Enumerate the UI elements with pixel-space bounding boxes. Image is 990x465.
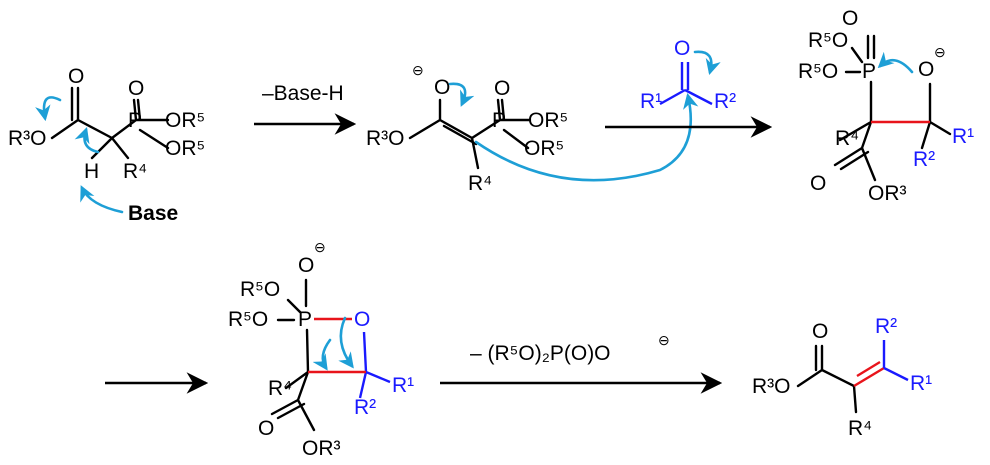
- carbanion-intermediate: R³O ⊖ O O P OR⁵ OR⁵ R⁴: [366, 62, 568, 195]
- phosphate-charge: ⊖: [658, 332, 670, 348]
- r4-label: R⁴: [835, 127, 859, 150]
- curved-arrow-enolate: [448, 82, 475, 107]
- r4-label: R⁴: [468, 172, 492, 195]
- ester-o: O: [810, 172, 826, 195]
- r5o-top: R⁵O: [808, 29, 848, 52]
- curved-arrow-ch-bond: [74, 127, 100, 154]
- r3o-label: R³O: [8, 127, 47, 150]
- or5-bottom: OR⁵: [524, 137, 564, 160]
- phosphoryl-o: O: [494, 77, 510, 100]
- r3o-label: R³O: [752, 375, 791, 398]
- curved-arrow-po-cleavage: [312, 338, 332, 371]
- ketone-r2: R²: [714, 90, 736, 113]
- phosphorus: P: [492, 109, 506, 132]
- minus-charge: ⊖: [934, 44, 946, 60]
- ketone-o: O: [674, 37, 690, 60]
- carbanion-bonds: [408, 98, 532, 170]
- ester-o: O: [258, 417, 274, 440]
- carbonyl-o: O: [812, 320, 828, 343]
- alpha-h: H: [84, 160, 99, 183]
- oxaphosphetane: O ⊖ R⁵O R⁵O P O R⁴ O OR³ R¹ R²: [228, 239, 414, 460]
- r3o-label: R³O: [366, 127, 405, 150]
- oxyanion-o: O: [918, 58, 934, 81]
- phosphonate-bonds: [50, 86, 170, 160]
- r2-label: R²: [913, 148, 935, 171]
- phosphoryl-o: O: [128, 77, 144, 100]
- or5-bottom: OR⁵: [165, 137, 205, 160]
- ring-o: O: [354, 308, 370, 331]
- r2-label: R²: [875, 315, 897, 338]
- phosphorus: P: [862, 60, 876, 83]
- step1-label: –Base-H: [262, 82, 344, 105]
- carbonyl-partner: O R¹ R²: [474, 37, 736, 182]
- product-r-bonds: [882, 340, 909, 382]
- phosphorus: P: [298, 308, 312, 331]
- ring-carbon-bonds: [358, 331, 391, 399]
- phosphorus: P: [128, 109, 142, 132]
- ketone-bonds: [659, 62, 713, 106]
- step4-label: – (R⁵O)₂P(O)O: [470, 342, 611, 365]
- r4-label: R⁴: [848, 417, 872, 440]
- or5-top: OR⁵: [528, 109, 568, 132]
- r4-label: R⁴: [123, 160, 147, 183]
- r1-label: R¹: [910, 372, 932, 395]
- carbonyl-o: O: [68, 65, 84, 88]
- curved-arrow-enolate: [35, 96, 62, 122]
- oxyanion-adduct: O R⁵O R⁵O P O ⊖ R⁴ O OR³ R¹ R²: [798, 7, 974, 205]
- r1-label: R¹: [392, 374, 414, 397]
- new-cc-double-bond: [853, 360, 885, 388]
- adduct-bonds: [833, 34, 952, 182]
- r5o-top: R⁵O: [240, 278, 280, 301]
- r5o-bottom: R⁵O: [228, 308, 268, 331]
- product-bonds: [796, 344, 858, 414]
- r2-label: R²: [354, 396, 376, 419]
- curved-arrow-carbonyl: [693, 50, 721, 76]
- r4-label: R⁴: [268, 377, 292, 400]
- curved-arrow-co-cleavage: [338, 316, 354, 369]
- alkene-product: R³O O R² R¹ R⁴: [752, 315, 932, 440]
- curved-arrow-ring-closure: [877, 51, 914, 74]
- oxide-o: O: [298, 254, 314, 277]
- or3-label: OR³: [868, 182, 907, 205]
- r1-label: R¹: [952, 125, 974, 148]
- curved-arrow-nucleophilic-attack: [474, 92, 699, 182]
- minus-charge: ⊖: [314, 239, 326, 255]
- minus-charge: ⊖: [412, 62, 424, 78]
- ketone-r1: R¹: [640, 90, 662, 113]
- oxaphosphetane-bonds: [270, 278, 316, 432]
- base-label: Base: [128, 202, 178, 225]
- r5o-bottom: R⁵O: [798, 60, 838, 83]
- phosphoryl-o: O: [842, 7, 858, 30]
- phosphonate-reactant: R³O O O P OR⁵ OR⁵ H R⁴ Base: [8, 65, 205, 225]
- or5-top: OR⁵: [165, 109, 205, 132]
- curved-arrow-base: [80, 185, 124, 214]
- enolate-o: O: [434, 76, 450, 99]
- or3-label: OR³: [302, 437, 341, 460]
